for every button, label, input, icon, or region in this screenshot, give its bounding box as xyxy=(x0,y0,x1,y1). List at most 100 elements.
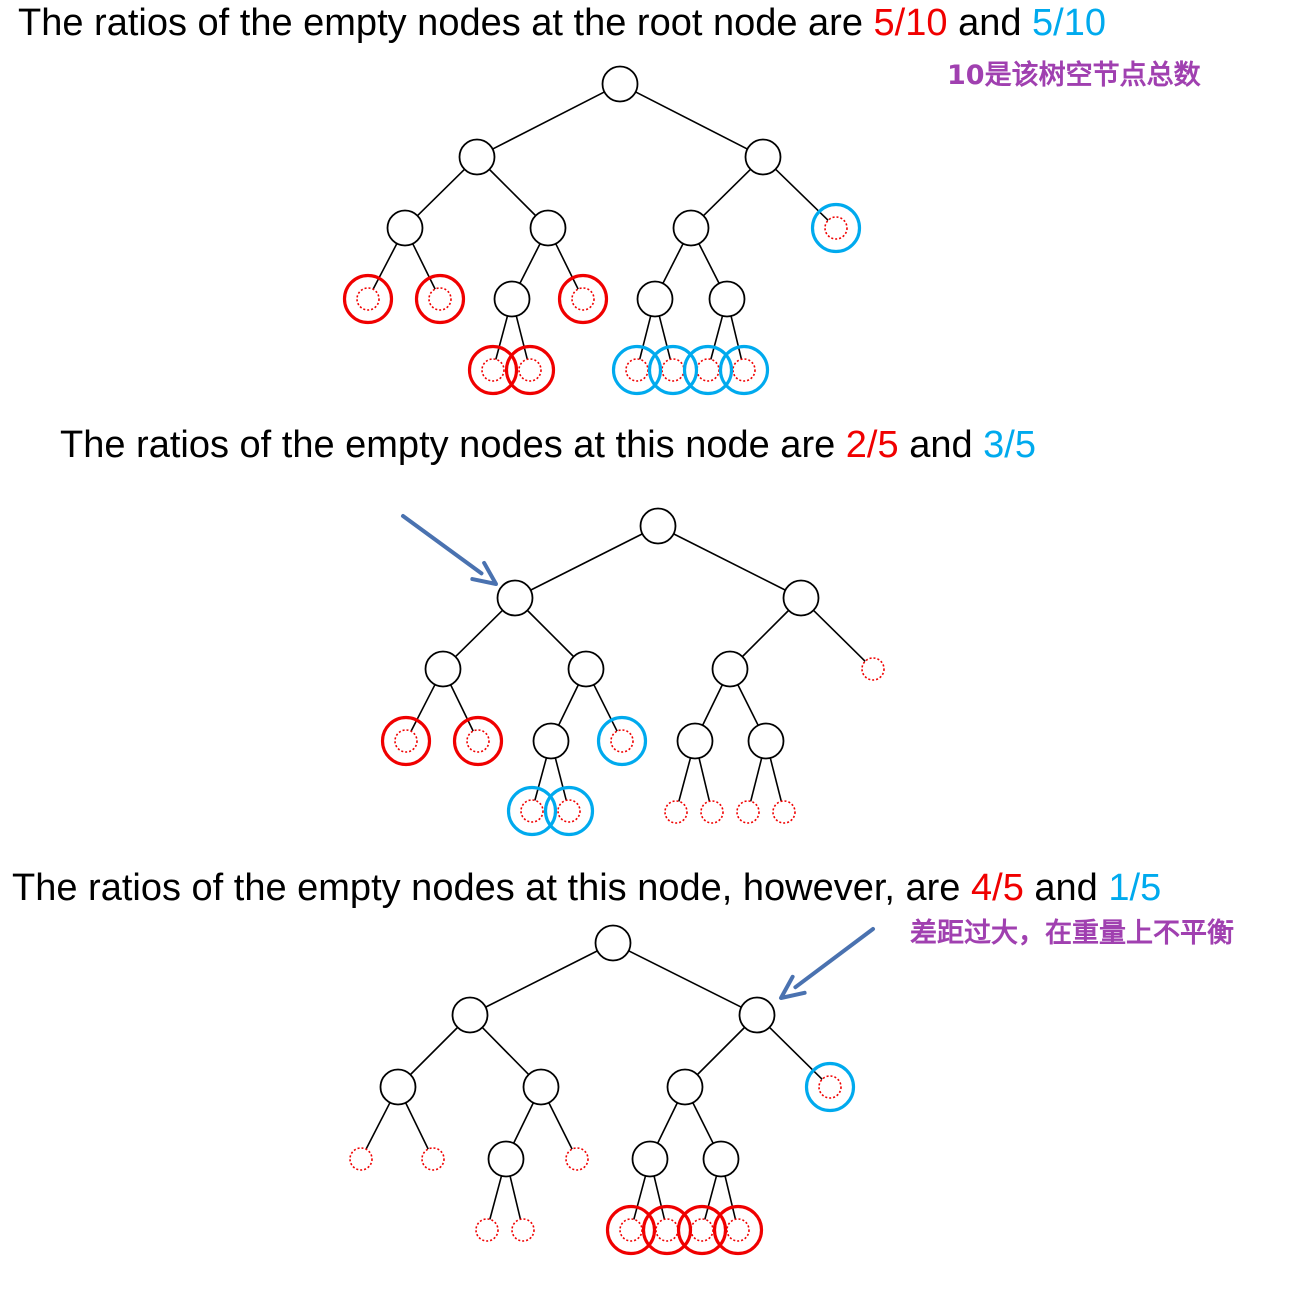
tree1-empty-node xyxy=(481,358,505,382)
tree2-edge xyxy=(557,684,580,726)
caption-balanced-red-ratio: 2/5 xyxy=(845,424,899,466)
tree1-empty-node xyxy=(661,358,685,382)
tree2-node xyxy=(424,650,462,688)
tree2-blue-highlight xyxy=(596,715,648,767)
tree3-empty-node xyxy=(726,1218,750,1242)
tree2-node xyxy=(567,650,605,688)
tree3-red-highlight xyxy=(676,1204,728,1256)
tree3-edge xyxy=(692,1102,714,1144)
tree2-edge xyxy=(593,684,618,732)
caption-unbalanced-node: The ratios of the empty nodes at this no… xyxy=(12,869,1161,907)
tree3-empty-node xyxy=(475,1218,499,1242)
tree2-edge xyxy=(410,684,436,732)
tree1-node xyxy=(386,209,424,247)
tree1-empty-node xyxy=(428,287,452,311)
note-total-empty: 10是该树空节点总数 xyxy=(947,60,1201,91)
caption-balanced-lead: The ratios of the empty nodes at this no… xyxy=(60,424,836,466)
tree1-red-highlight xyxy=(557,273,609,325)
tree2-node xyxy=(747,722,785,760)
tree1-blue-highlight xyxy=(611,344,663,396)
tree2-empty-node xyxy=(557,799,581,823)
tree1-node xyxy=(458,138,496,176)
caption-root-lead: The ratios of the empty nodes at the roo… xyxy=(18,2,863,44)
tree3-edge xyxy=(696,1026,746,1076)
tree2-edge xyxy=(673,533,786,591)
tree1-red-highlight xyxy=(504,344,556,396)
tree3-empty-node xyxy=(818,1075,842,1099)
caption-root-and: and xyxy=(958,2,1022,44)
tree1-edge xyxy=(515,315,529,360)
tree1-edge xyxy=(555,243,579,290)
tree1-empty-node xyxy=(518,358,542,382)
tree3-edge xyxy=(365,1102,391,1150)
tree3-edge xyxy=(509,1175,522,1220)
tree1-blue-highlight xyxy=(810,202,862,254)
tree1-red-highlight xyxy=(342,273,394,325)
tree1-edge xyxy=(492,91,605,150)
tree1-empty-node xyxy=(696,358,720,382)
tree2-edge xyxy=(678,757,692,802)
tree1-node xyxy=(529,209,567,247)
tree3-empty-node xyxy=(690,1218,714,1242)
caption-balanced-node: The ratios of the empty nodes at this no… xyxy=(60,426,1036,464)
caption-balanced-blue-ratio: 3/5 xyxy=(983,424,1036,466)
tree2-node xyxy=(496,579,534,617)
tree3-edge xyxy=(656,1102,679,1144)
tree2-empty-node xyxy=(736,800,760,824)
tree1-edge xyxy=(710,315,724,360)
tree3-node xyxy=(666,1068,704,1106)
tree1-edge xyxy=(658,315,672,360)
tree1-node xyxy=(744,138,782,176)
tree3-red-highlight xyxy=(641,1204,693,1256)
tree1-edge xyxy=(488,168,537,217)
tree2-edge xyxy=(530,533,643,591)
note-imbalance: 差距过大，在重量上不平衡 xyxy=(910,918,1234,949)
tree3-node xyxy=(738,996,776,1034)
tree3-edge xyxy=(704,1175,718,1220)
tree2-node xyxy=(639,507,677,545)
tree3-red-highlight xyxy=(605,1204,657,1256)
tree3-node xyxy=(379,1068,417,1106)
tree2-edge xyxy=(749,757,763,802)
tree2-edge xyxy=(526,609,575,658)
tree2-empty-node xyxy=(610,729,634,753)
tree2-red-highlight xyxy=(452,715,504,767)
tree3-node xyxy=(487,1140,525,1178)
tree3-edge xyxy=(653,1175,666,1220)
tree3-node xyxy=(594,924,632,962)
tree2-edge xyxy=(554,757,568,801)
tree2-red-highlight xyxy=(380,715,432,767)
tree2-pointer-arrow-head xyxy=(470,560,498,586)
tree3-edge xyxy=(404,1102,429,1150)
tree1-node xyxy=(601,65,639,103)
tree3-edge xyxy=(489,1175,503,1220)
tree1-red-highlight xyxy=(414,273,466,325)
tree1-node xyxy=(708,280,746,318)
tree3-edge xyxy=(633,1175,647,1220)
tree1-edge xyxy=(416,168,466,217)
tree2-node xyxy=(711,650,749,688)
tree1-node xyxy=(672,209,710,247)
tree2-edge xyxy=(698,757,711,802)
tree1-edge xyxy=(702,168,752,217)
caption-root-red-ratio: 5/10 xyxy=(873,2,948,44)
tree2-edge xyxy=(534,757,548,801)
tree3-edge xyxy=(628,950,742,1008)
tree3-empty-node xyxy=(565,1147,589,1171)
tree2-node xyxy=(782,579,820,617)
tree1-blue-highlight xyxy=(718,344,770,396)
tree1-blue-highlight xyxy=(647,344,699,396)
tree2-empty-node xyxy=(700,800,724,824)
tree3-blue-highlight xyxy=(804,1061,856,1113)
tree3-node xyxy=(702,1140,740,1178)
tree1-empty-node xyxy=(356,287,380,311)
tree2-edge xyxy=(454,609,504,658)
tree1-edge xyxy=(495,315,509,360)
tree1-empty-node xyxy=(571,287,595,311)
tree2-empty-node xyxy=(664,800,688,824)
tree1-edge xyxy=(638,315,652,360)
tree2-blue-highlight xyxy=(506,785,558,837)
tree2-blue-highlight xyxy=(543,785,595,837)
tree3-pointer-arrow-shaft xyxy=(793,927,875,990)
tree3-edge xyxy=(481,1026,530,1076)
